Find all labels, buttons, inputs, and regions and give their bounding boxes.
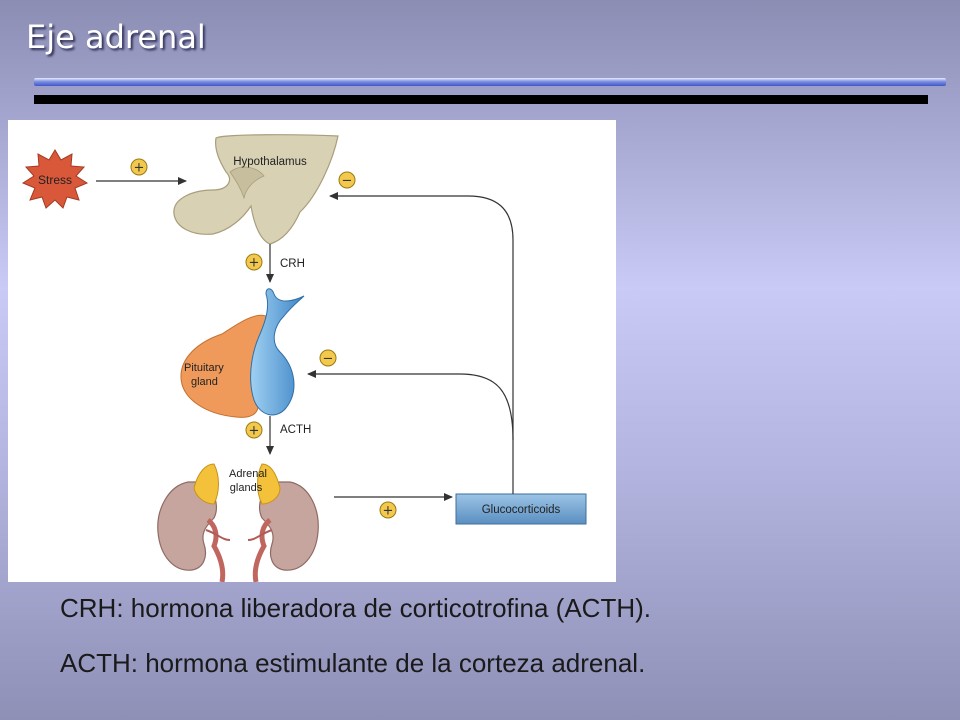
adrenal-label-line2: glands <box>230 482 263 494</box>
svg-text:+: + <box>134 161 145 176</box>
acth-definition: ACTH: hormona estimulante de la corteza … <box>60 648 646 678</box>
adrenal-glands-and-kidneys: Adrenal glands <box>157 463 319 582</box>
svg-text:+: + <box>383 504 394 519</box>
svg-text:−: − <box>342 174 353 189</box>
pituitary-label-line1: Pituitary <box>184 362 224 374</box>
title-underline-blue <box>34 78 946 86</box>
feedback-to-hypothalamus-arrow <box>329 192 514 494</box>
diagram-canvas: Stress + Hypothalamus + CRH Pituitary gl… <box>21 134 587 582</box>
glucocorticoids-box: Glucocorticoids <box>455 493 587 525</box>
plus-sign-crh: + <box>245 253 263 271</box>
plus-sign-glucocorticoids: + <box>379 501 397 519</box>
stress-starburst: Stress <box>21 149 89 209</box>
svg-text:−: − <box>323 352 334 367</box>
acth-label: ACTH <box>280 424 311 436</box>
hypothalamus-shape: Hypothalamus <box>173 134 339 245</box>
title-underline-black <box>34 95 928 104</box>
slide-title: Eje adrenal <box>26 18 206 56</box>
plus-sign-acth: + <box>245 421 263 439</box>
feedback-to-pituitary-arrow <box>307 370 514 441</box>
adrenal-axis-diagram: Stress + Hypothalamus + CRH Pituitary gl… <box>8 120 616 582</box>
plus-sign-stress: + <box>130 158 148 176</box>
svg-text:+: + <box>249 424 260 439</box>
svg-text:+: + <box>249 256 260 271</box>
pituitary-gland-shape: Pituitary gland <box>180 288 305 418</box>
stress-label: Stress <box>38 173 72 187</box>
pituitary-label-line2: gland <box>191 376 218 388</box>
crh-definition: CRH: hormona liberadora de corticotrofin… <box>60 593 651 623</box>
minus-sign-hypothalamus: − <box>338 171 356 189</box>
hypothalamus-label: Hypothalamus <box>233 156 307 168</box>
minus-sign-pituitary: − <box>319 349 337 367</box>
adrenal-label-line1: Adrenal <box>229 468 267 480</box>
glucocorticoids-label: Glucocorticoids <box>482 504 561 516</box>
crh-label: CRH <box>280 258 305 270</box>
